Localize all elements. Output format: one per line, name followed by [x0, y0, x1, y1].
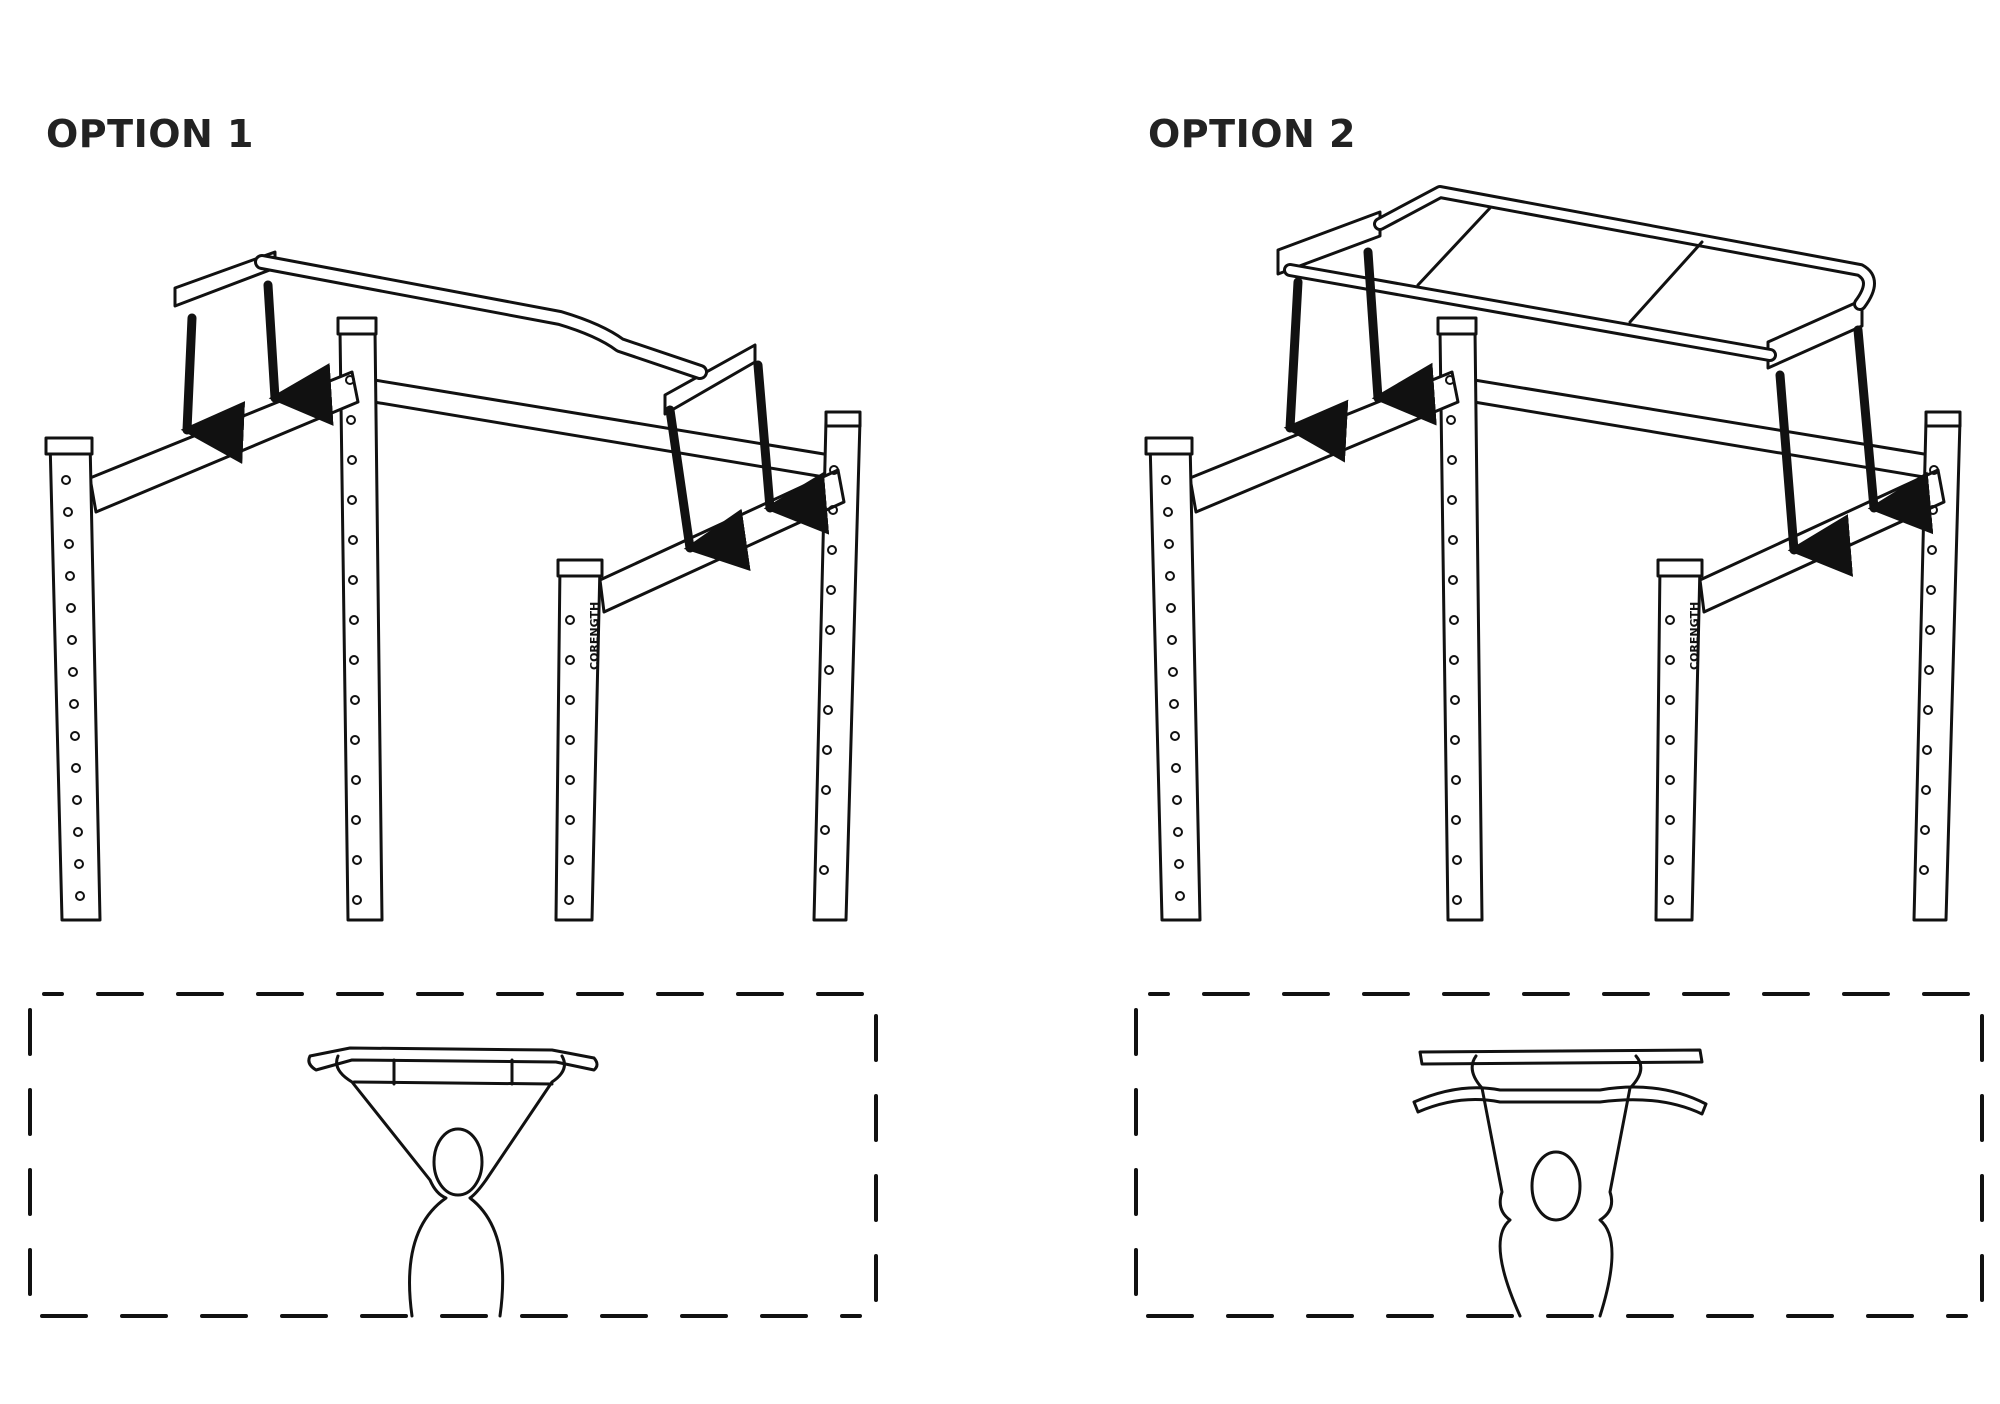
- grip-bar: [1418, 1048, 1704, 1066]
- left-side-beam: [1188, 370, 1460, 514]
- rear-left-cap: [1436, 316, 1478, 336]
- pullup-bracket-right: [1766, 298, 1864, 370]
- option-1-illustration: CORENGTH: [28, 250, 878, 1318]
- arrow-2: [263, 280, 334, 426]
- left-arm: [1470, 1054, 1522, 1318]
- arrow-4: [1853, 325, 1934, 535]
- grip-bar: [307, 1046, 599, 1072]
- front-right-cap: [556, 558, 604, 578]
- arrow-1: [180, 313, 246, 464]
- pullup-bracket-left: [1276, 210, 1382, 276]
- placement-arrows: [180, 280, 830, 572]
- arrow-3: [1775, 370, 1854, 577]
- grip-bar-curved: [1412, 1085, 1708, 1116]
- front-left-upright: [1148, 438, 1202, 922]
- brand-label: CORENGTH: [1688, 602, 1701, 670]
- pullup-bar-fill: [257, 257, 705, 377]
- right-arm: [1598, 1054, 1643, 1318]
- arrow-2: [1363, 247, 1437, 426]
- rear-right-cap: [1924, 410, 1962, 428]
- multigrip-bar: [1283, 185, 1876, 362]
- front-left-cap: [44, 436, 94, 456]
- rear-left-cap: [336, 316, 378, 336]
- pullup-bracket-right: [663, 343, 757, 416]
- head: [432, 1127, 484, 1197]
- option-2-illustration: CORENGTH: [1134, 185, 1984, 1318]
- head: [1530, 1150, 1582, 1222]
- option-2-title: OPTION 2: [1148, 112, 1356, 156]
- grip-figure-wide: [307, 1046, 599, 1318]
- upright-holes: [61, 375, 839, 905]
- brand-label: CORENGTH: [588, 602, 601, 670]
- grip-bar-rear: [352, 1080, 554, 1086]
- front-right-cap: [1656, 558, 1704, 578]
- right-side-beam: [1698, 468, 1946, 614]
- right-arm: [468, 1054, 566, 1318]
- front-left-upright: [48, 438, 102, 922]
- arrow-1: [1283, 277, 1349, 463]
- front-left-cap: [1144, 436, 1194, 456]
- left-arm: [335, 1054, 448, 1318]
- grip-detail-frame: [1134, 992, 1984, 1318]
- arrow-3: [665, 405, 751, 572]
- rear-right-cap: [824, 410, 862, 428]
- placement-arrows: [1283, 247, 1934, 577]
- option-1-title: OPTION 1: [46, 112, 254, 156]
- arrow-4: [753, 360, 830, 535]
- grip-figure-narrow: [1412, 1048, 1708, 1318]
- right-side-beam: [598, 468, 846, 614]
- grip-detail-frame: [28, 992, 878, 1318]
- left-side-beam: [88, 370, 360, 514]
